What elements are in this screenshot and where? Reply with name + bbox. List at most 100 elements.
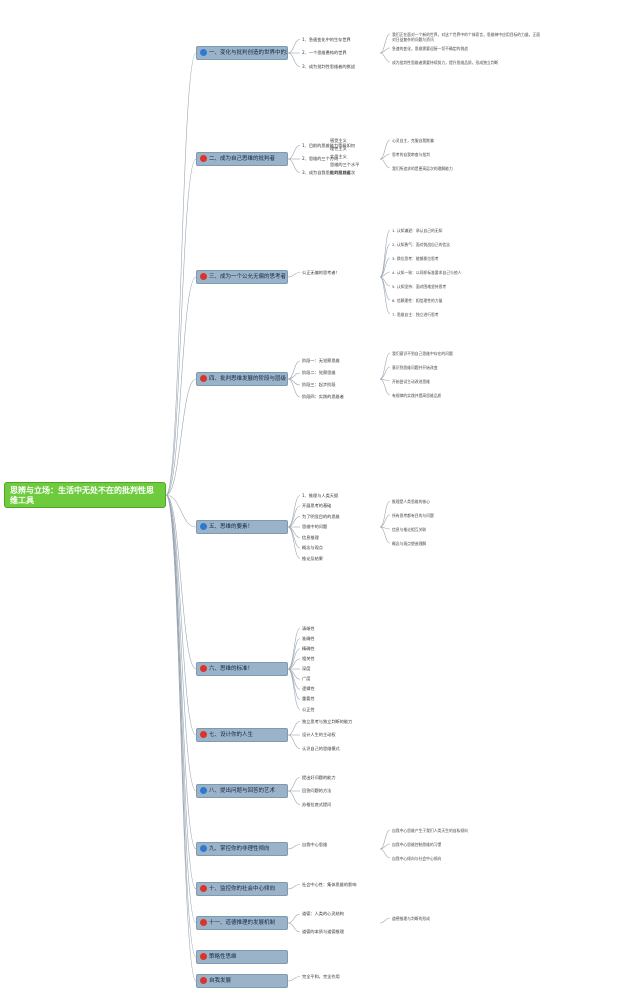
connector [165, 494, 197, 982]
topic-label: 十一、道德推理的发展机制 [209, 920, 276, 926]
connector [165, 494, 197, 924]
note-text: 道德推理与判断的形成 [392, 916, 430, 921]
subtopic[interactable]: 相关性 [302, 655, 315, 661]
topic-label: 二、成为自己思维的批判者 [209, 156, 276, 162]
subtopic[interactable]: 深度 [302, 666, 311, 671]
subtopic[interactable]: 广度 [302, 676, 311, 682]
connector [379, 139, 391, 160]
connector [379, 848, 391, 859]
subtopic[interactable]: 自我中心思维 [302, 841, 328, 847]
topic-1[interactable]: 一、变化与批判创造的世界中的思维 [196, 46, 288, 60]
subtopic[interactable]: 公正无偏的思考者！ [302, 269, 340, 275]
subtopic[interactable]: 精确性 [302, 645, 315, 651]
subtopic[interactable]: 开展思考的基础 [302, 503, 332, 508]
topic-13[interactable]: 自我发展 [196, 974, 288, 988]
note-text: 开始尝试主动改进思维 [392, 379, 430, 384]
subtopic[interactable]: 提出好问题的能力 [302, 774, 336, 780]
subtopic[interactable]: 阶段二：觉察思维 [302, 370, 336, 375]
connector [379, 153, 391, 160]
connector [287, 505, 301, 528]
subtopic[interactable]: 3、成为批判性思维者的挑战 [302, 63, 355, 69]
subtopic[interactable]: 2、思维的三个方向 [302, 156, 339, 161]
topic-label: 七、设计你的人生 [209, 732, 254, 738]
subtopic[interactable]: 重要性 [302, 696, 315, 702]
note-text: 概念与观点塑造理解 [392, 541, 427, 546]
subtopic[interactable]: 概念与观点 [302, 545, 323, 550]
connector [287, 372, 301, 380]
subtopic[interactable]: 苏格拉底式提问 [302, 801, 332, 807]
connector [165, 494, 197, 670]
subtopic[interactable]: 1、急速变化中的生存世界 [302, 36, 351, 42]
connector [287, 516, 301, 528]
detail-item: 实用主义 [330, 154, 347, 159]
subtopic[interactable]: 阶段四：实践的思维者 [302, 394, 344, 399]
subtopic[interactable]: 完全平和，完全作用 [302, 973, 340, 979]
subtopic[interactable]: 阶段一：无觉察思维 [302, 358, 340, 363]
topic-7[interactable]: 七、设计你的人生 [196, 728, 288, 742]
topic-4[interactable]: 四、批判思维发展的阶段与层级 [196, 372, 288, 386]
connector [165, 494, 197, 528]
topic-label: 八、提出问题与回答的艺术 [209, 788, 276, 794]
connector [287, 638, 301, 670]
subtopic[interactable]: 准确性 [302, 635, 315, 641]
note-text: 我们所追求的是更高层次的理解能力 [392, 166, 453, 171]
connector [165, 52, 197, 496]
topic-9[interactable]: 九、掌控你的非理性倾向 [196, 842, 288, 856]
note-text: 5. 认知坚持：面对困难坚持思考 [392, 284, 447, 289]
topic-6[interactable]: 六、思维的标准！ [196, 662, 288, 676]
subtopic[interactable]: 3、成为自我思维的批判者 [302, 169, 351, 175]
topic-5[interactable]: 五、思维的要素！ [196, 520, 288, 534]
connector [287, 790, 301, 805]
subtopic[interactable]: 思维中的问题 [302, 524, 328, 529]
subtopic[interactable]: 设计人生的主动权 [302, 732, 336, 737]
connector [379, 514, 391, 528]
topic-label: 四、批判思维发展的阶段与层级 [209, 376, 287, 382]
topic-label: 十、监控你的社会中心倾向 [209, 886, 276, 892]
topic-8[interactable]: 八、提出问题与回答的艺术 [196, 784, 288, 798]
subtopic[interactable]: 信息推理 [302, 534, 319, 540]
subtopic[interactable]: 社会中心性：集体思维的影响 [302, 881, 357, 887]
subtopic[interactable]: 回答问题的方法 [302, 788, 332, 793]
subtopic[interactable]: 独立思考与独立判断的能力 [302, 718, 353, 724]
subtopic[interactable]: 阶段三：起步阶段 [302, 382, 336, 387]
note-text: 成为批判性思维者需要持续努力，提升思维品质，形成独立判断 [392, 60, 499, 65]
connector [379, 526, 391, 544]
note-text: 自我中心思维产生于我们人类天生的自私倾向 [392, 828, 468, 833]
root-topic[interactable]: 思辨与立场：生活中无处不在的批判性思维工具 [4, 482, 166, 508]
subtopic[interactable]: 1、目前的思维能力等级如何 [302, 142, 355, 148]
topic-3[interactable]: 三、成为一个公允无偏的思考者 [196, 270, 288, 284]
subtopic[interactable]: 推论及结果 [302, 555, 323, 561]
connector [287, 648, 301, 670]
connector [379, 243, 391, 278]
connector [287, 922, 301, 933]
connector [287, 52, 301, 67]
connector [287, 884, 301, 890]
subtopic[interactable]: 清晰性 [302, 625, 315, 631]
connector [165, 494, 197, 792]
subtopic[interactable]: 认识自己的思维模式 [302, 745, 340, 751]
topic-label: 策略性思维 [209, 954, 237, 960]
topic-10[interactable]: 十、监控你的社会中心倾向 [196, 882, 288, 896]
connector [379, 378, 391, 396]
connector [379, 352, 391, 380]
connector [287, 668, 301, 690]
topic-12[interactable]: 策略性思维 [196, 950, 288, 964]
topic-2[interactable]: 二、成为自己思维的批判者 [196, 152, 288, 166]
subtopic[interactable]: 为了明显目的的思维 [302, 513, 340, 519]
note-text: 3. 换位思考：能够换位思考 [392, 256, 439, 261]
subtopic[interactable]: 道德的本质与道德推理 [302, 929, 344, 934]
note-text: 6. 信赖理性：相信理性的力量 [392, 298, 443, 303]
subtopic[interactable]: 1、推理与人类天赋 [302, 492, 339, 498]
subtopic[interactable]: 道德：人类的心灵结构 [302, 911, 344, 916]
note-text: 1. 认知谦逊：承认自己的无知 [392, 228, 443, 233]
subtopic[interactable]: 逻辑性 [302, 686, 315, 692]
subtopic[interactable]: 公正性 [302, 706, 315, 712]
connector [379, 276, 391, 315]
topic-11[interactable]: 十一、道德推理的发展机制 [196, 916, 288, 930]
connector [379, 917, 391, 924]
note-text: 思考的自我审查与批判 [392, 152, 430, 157]
connector [165, 158, 197, 496]
subtopic[interactable]: 2、一个思维愚钝的世界 [302, 50, 347, 55]
connector [379, 229, 391, 278]
